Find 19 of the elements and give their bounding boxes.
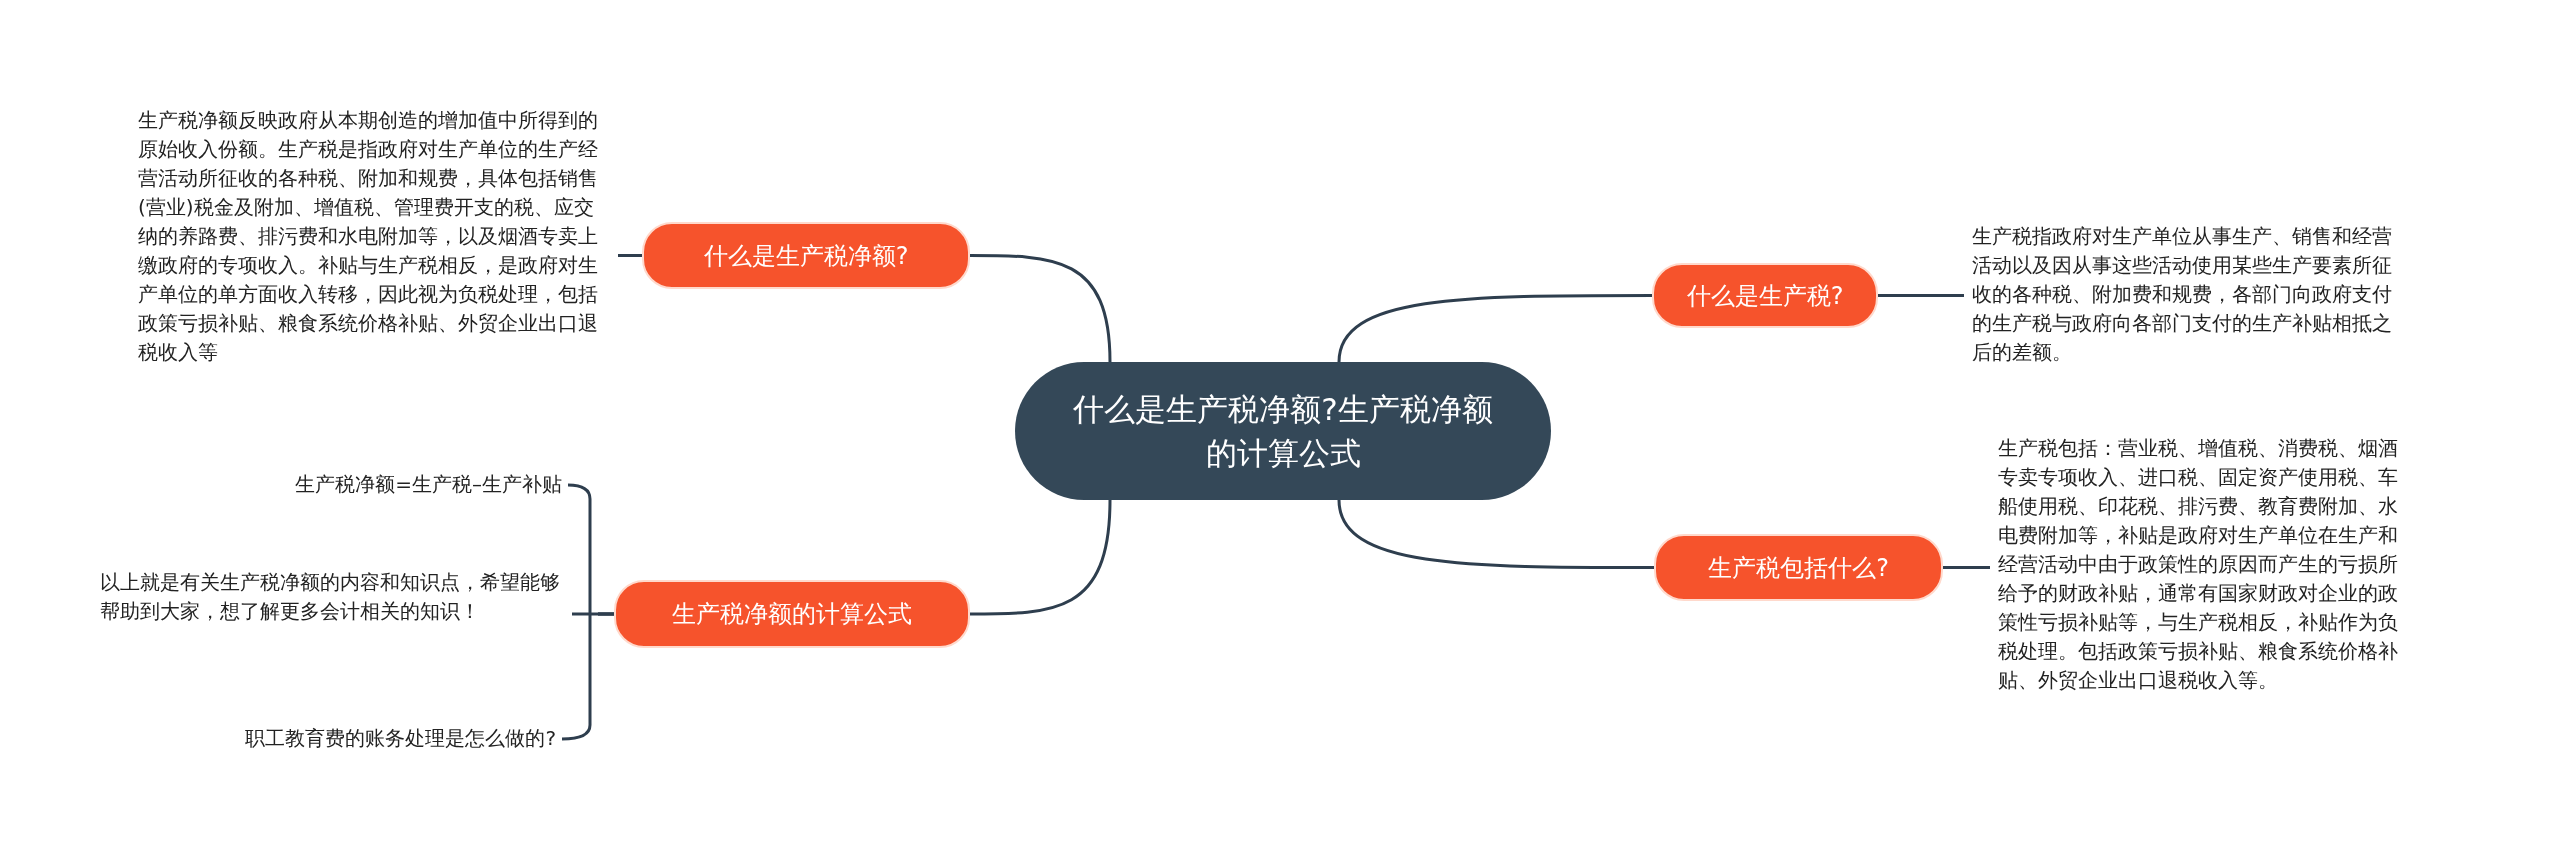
note-text: 生产税包括：营业税、增值税、消费税、烟酒专卖专项收入、进口税、固定资产使用税、车船使用税、印花税、排污费、教育费附加、水电费附加等，补贴是政府对生产单位在生产和经营活动中由于政策性的原因而产生的亏损所给予的财政补贴，通常有国家财政对企业的政策性亏损补贴等，与生产税相反，补贴作为负税处理。包括政策亏损补贴、粮食系统价格补贴、外贸企业出口退税收入等。 — [1998, 434, 2398, 700]
connector-line — [970, 499, 1112, 616]
connector-line — [618, 254, 642, 257]
note-text: 职工教育费的账务处理是怎么做的? — [160, 724, 556, 754]
note-text: 生产税净额=生产税–生产补贴 — [160, 470, 562, 500]
connector-line — [970, 254, 1112, 363]
central-topic-box: 什么是生产税净额?生产税净额的计算公式 — [1015, 362, 1551, 500]
note-text: 生产税净额反映政府从本期创造的增加值中所得到的原始收入份额。生产税是指政府对生产单位的生产经营活动所征收的各种税、附加和规费，具体包括销售(营业)税金及附加、增值税、管理费开支的税、应交纳的养路费、排污费和水电附加等，以及烟酒专卖上缴政府的专项收入。补贴与生产税相反，是政府对生产单位的单方面收入转移，因此视为负税处理，包括政策亏损补贴、粮食系统价格补贴、外贸企业出口退税收入等 — [138, 106, 610, 398]
topic-box: 生产税净额的计算公式 — [614, 580, 970, 648]
connector-line — [1337, 499, 1654, 569]
note-text: 生产税指政府对生产单位从事生产、销售和经营活动以及因从事这些活动使用某些生产要素所征收的各种税、附加费和规费，各部门向政府支付的生产税与政府向各部门支付的生产补贴相抵之后的差额。 — [1972, 222, 2396, 372]
connector-line — [1878, 294, 1964, 297]
topic-box: 生产税包括什么? — [1654, 534, 1943, 601]
topic-box: 什么是生产税? — [1652, 263, 1878, 328]
connector-line — [1337, 294, 1652, 363]
note-text: 以上就是有关生产税净额的内容和知识点，希望能够帮助到大家，想了解更多会计相关的知识！ — [100, 568, 564, 658]
connector-line — [560, 612, 616, 741]
connector-line — [1943, 566, 1990, 569]
topic-box: 什么是生产税净额? — [642, 222, 970, 289]
